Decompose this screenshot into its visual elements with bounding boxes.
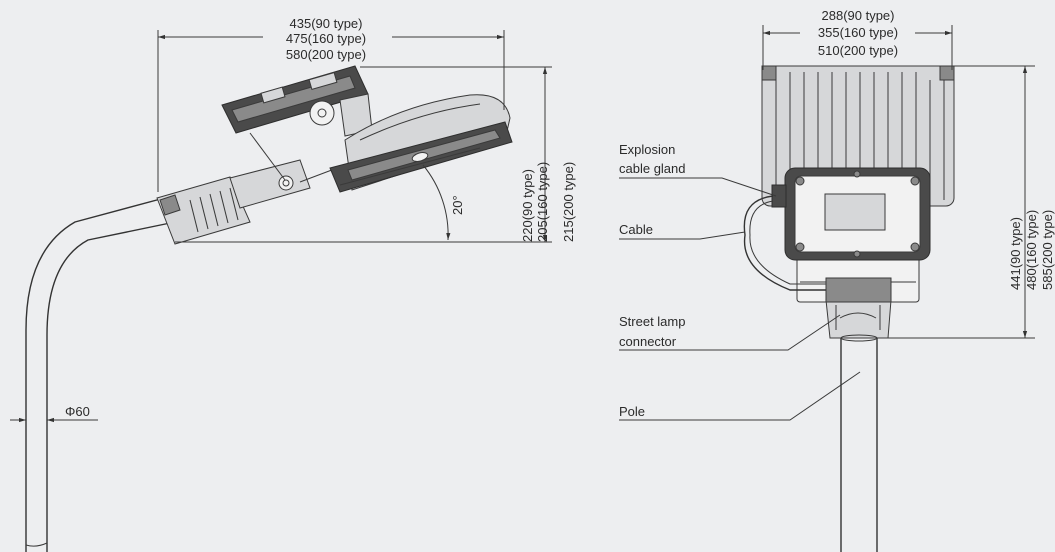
front-height-dimension: 441(90 type) 480(160 type) 585(200 type) [885,65,1055,339]
callout-pole-label: Pole [619,404,645,419]
side-height-dimension: 220(90 type) 205(160 type) 215(200 type) [175,66,576,243]
front-width-label-90: 288(90 type) [822,8,895,23]
side-width-label-90: 435(90 type) [290,16,363,31]
callout-connector-line2: connector [619,334,677,349]
pole-side [25,196,176,552]
driver-box [221,65,373,137]
side-width-dimension: 435(90 type) 475(160 type) 580(200 type) [157,16,505,192]
cable-gland [743,184,860,291]
front-height-label-160: 480(160 type) [1024,210,1039,290]
front-width-label-160: 355(160 type) [818,25,898,40]
side-width-label-160: 475(160 type) [286,31,366,46]
front-height-label-200: 585(200 type) [1040,210,1055,290]
callout-explosion-line2: cable gland [619,161,686,176]
callout-connector: Street lamp connector [619,314,841,351]
front-width-dimension: 288(90 type) 355(160 type) 510(200 type) [762,8,953,70]
tilt-angle: 20° [339,147,481,241]
tilt-angle-label: 20° [450,195,465,215]
strut [249,132,286,181]
mount-arm [229,159,311,209]
front-height-label-90: 441(90 type) [1008,217,1023,290]
arm-pivot-hole [282,179,290,187]
side-view: 435(90 type) 475(160 type) 580(200 type)… [10,16,576,552]
callout-cable-label: Cable [619,222,653,237]
clamp-bracket [156,176,251,245]
callout-explosion-line1: Explosion [619,142,675,157]
pole-diameter-dimension: Φ60 [10,404,98,423]
side-height-label-200: 215(200 type) [561,162,576,242]
callout-connector-line1: Street lamp [619,314,685,329]
front-width-label-200: 510(200 type) [818,43,898,58]
side-height-label-160: 205(160 type) [535,162,550,242]
junction-box [784,167,931,303]
callout-pole: Pole [619,371,861,421]
callout-explosion-gland: Explosion cable gland [619,142,777,197]
arm-pivot [278,175,294,191]
side-width-label-200: 580(200 type) [286,47,366,62]
front-view: 288(90 type) 355(160 type) 510(200 type)… [619,8,1055,552]
side-height-label-90: 220(90 type) [520,169,535,242]
pole-diameter-label: Φ60 [65,404,90,419]
luminaire-housing [329,94,513,193]
pole-front [840,334,878,552]
callout-cable: Cable [619,222,746,240]
street-lamp-connector [825,277,892,339]
